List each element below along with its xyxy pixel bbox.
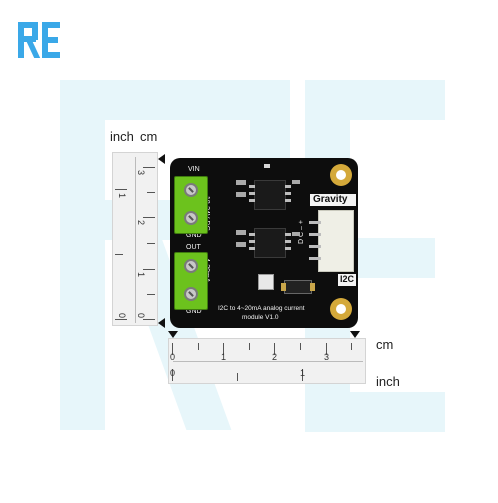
brand-logo: [18, 22, 60, 58]
i2c-label-box: [338, 274, 356, 286]
label-vin: VIN: [188, 166, 200, 173]
capacitor: [258, 274, 274, 290]
h-ruler-left-arrow: [168, 331, 178, 338]
ic-chip-bottom: [249, 228, 291, 258]
smd-part: [236, 180, 246, 185]
v-inch-1: 1: [117, 192, 128, 199]
vertical-ruler-cm-label: cm: [140, 129, 158, 144]
smd-part: [236, 230, 246, 235]
smd-part: [236, 192, 246, 197]
horizontal-ruler: 0 1 2 3 0 1: [168, 338, 366, 384]
i2c-connector[interactable]: [309, 210, 354, 272]
vertical-ruler-inch-label: inch: [110, 129, 134, 144]
screw-terminal-vin[interactable]: [184, 183, 198, 197]
h-cm-0: 0: [170, 352, 176, 362]
label-desc-line2: module V1.0: [242, 314, 279, 321]
smd-part: [292, 232, 300, 236]
v-cm-3: 3: [136, 169, 147, 176]
screw-terminal-gnd2[interactable]: [184, 287, 198, 301]
ic-chip-top: [249, 180, 291, 210]
label-desc-line1: I2C to 4~20mA analog current: [218, 305, 305, 312]
v-cm-2: 2: [136, 219, 147, 226]
screw-terminal-out[interactable]: [184, 259, 198, 273]
brand-label: Gravity: [313, 194, 348, 205]
brand-label-box: [310, 194, 356, 206]
vertical-ruler: 3 2 1 0 1 0: [112, 152, 158, 326]
led: [264, 164, 270, 168]
label-out: OUT: [186, 244, 201, 251]
v-cm-1: 1: [136, 271, 147, 278]
h-cm-3: 3: [324, 352, 330, 362]
smd-part: [292, 180, 300, 184]
smd-part: [236, 242, 246, 247]
i2c-label: I2C: [340, 274, 355, 284]
terminal-block-power[interactable]: [174, 176, 208, 234]
horizontal-ruler-cm-label: cm: [376, 337, 394, 352]
v-inch-0: 0: [117, 312, 128, 319]
v-ruler-bottom-arrow: [158, 318, 165, 328]
diode: [281, 280, 315, 294]
terminal-block-output[interactable]: [174, 252, 208, 310]
horizontal-ruler-inch-label: inch: [376, 374, 400, 389]
h-cm-2: 2: [272, 352, 278, 362]
screw-terminal-gnd[interactable]: [184, 211, 198, 225]
mounting-hole-top-right: [330, 164, 352, 186]
v-ruler-top-arrow: [158, 154, 165, 164]
v-cm-0: 0: [136, 312, 147, 319]
mounting-hole-bottom-right: [330, 298, 352, 320]
label-gnd-bottom: GND: [186, 308, 202, 315]
h-cm-1: 1: [221, 352, 227, 362]
h-inch-0: 0: [170, 368, 176, 378]
label-gnd-top: GND: [186, 232, 202, 239]
h-inch-1: 1: [300, 368, 306, 378]
h-ruler-right-arrow: [350, 331, 360, 338]
